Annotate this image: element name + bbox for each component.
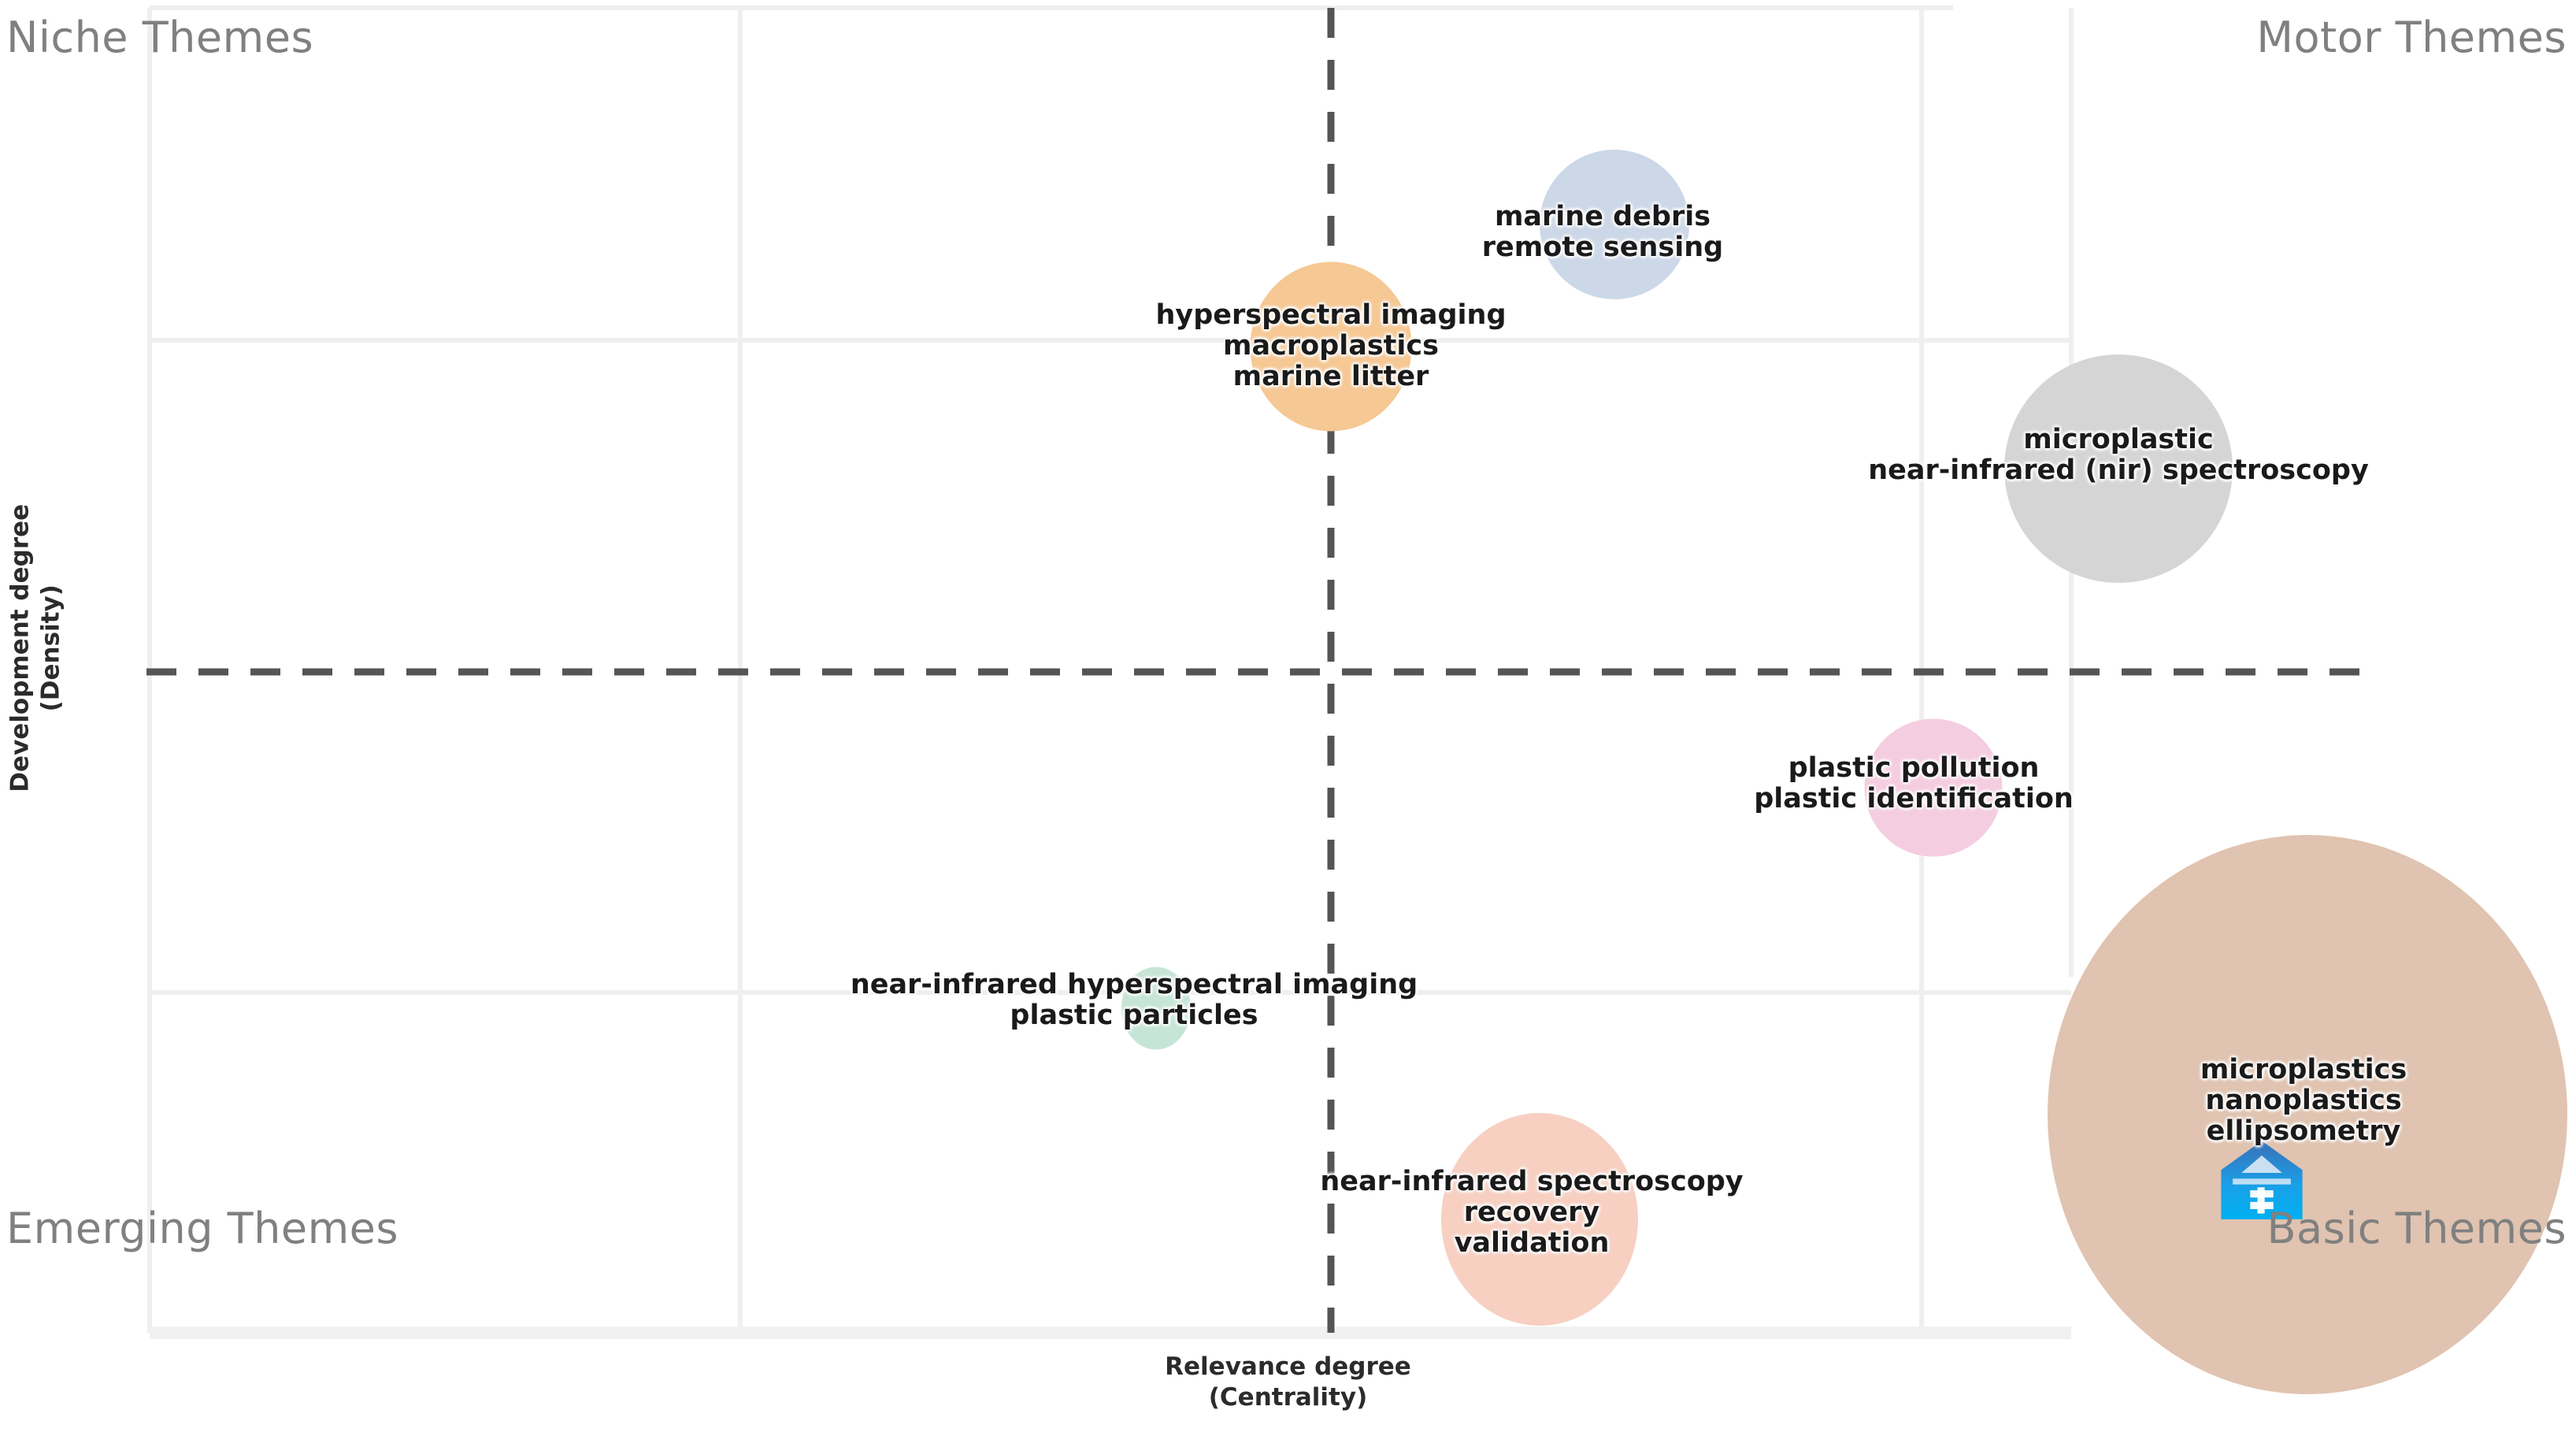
quadrant-label-motor-themes: Motor Themes xyxy=(2256,13,2567,62)
quadrant-label-niche-themes: Niche Themes xyxy=(6,13,314,62)
quadrant-label-basic-themes: Basic Themes xyxy=(2267,1204,2567,1253)
keyword: marine debris xyxy=(1494,200,1711,232)
keyword: ellipsometry xyxy=(2206,1115,2401,1148)
cluster-label-microplastic: microplastic near-infrared (nir) spectro… xyxy=(1868,423,2369,486)
keyword: plastic particles xyxy=(1010,1000,1258,1031)
cluster-label-marine-debris: marine debris remote sensing xyxy=(1481,200,1724,263)
quadrant-label-emerging-themes: Emerging Themes xyxy=(6,1204,399,1253)
bubble-plastic-pollution[interactable] xyxy=(1864,718,2003,857)
keyword: marine litter xyxy=(1232,361,1429,393)
cluster-label-microplastics-nanoplastics: microplastics nanoplastics ellipsometry xyxy=(2200,1055,2407,1148)
keyword: plastic pollution xyxy=(1788,751,2040,784)
bubble-microplastics-nanoplastics[interactable] xyxy=(2048,835,2567,1394)
bubble-microplastic[interactable] xyxy=(2004,354,2233,583)
keyword: macroplastics xyxy=(1223,330,1439,362)
keyword: hyperspectral imaging xyxy=(1155,299,1507,332)
bubble-marine-debris[interactable] xyxy=(1540,150,1689,299)
cluster-label-plastic-pollution: plastic pollution plastic identification xyxy=(1754,751,2074,814)
shield-logo-svg xyxy=(2221,1141,2303,1219)
cluster-label-near-infrared-spectroscopy: near-infrared spectroscopy recovery vali… xyxy=(1320,1167,1743,1260)
bubble-hyperspectral-imaging[interactable] xyxy=(1250,262,1412,432)
keyword: near-infrared (nir) spectroscopy xyxy=(1868,455,2369,486)
keyword: nanoplastics xyxy=(2205,1085,2402,1117)
keyword: remote sensing xyxy=(1481,232,1724,263)
y-axis-title-line1: Development degree xyxy=(6,503,35,792)
y-axis-title: Development degree (Density) xyxy=(5,396,66,900)
x-axis-title-line1: Relevance degree xyxy=(1165,1352,1411,1381)
bubble-near-infrared-hyperspectral-imaging[interactable] xyxy=(1121,967,1191,1050)
x-axis-title-line2: (Centrality) xyxy=(1208,1382,1368,1412)
cluster-label-near-infrared-hyperspectral-imaging: near-infrared hyperspectral imaging plas… xyxy=(850,968,1418,1031)
x-axis-title: Relevance degree (Centrality) xyxy=(0,1352,2576,1413)
keyword: microplastics xyxy=(2200,1054,2407,1086)
keyword: near-infrared spectroscopy xyxy=(1320,1166,1744,1198)
keyword: validation xyxy=(1454,1227,1610,1260)
y-axis-title-line2: (Density) xyxy=(36,584,65,712)
keyword: microplastic xyxy=(2023,423,2214,455)
keyword: recovery xyxy=(1463,1197,1600,1229)
cluster-label-hyperspectral-imaging: hyperspectral imaging macroplastics mari… xyxy=(1155,300,1506,393)
bubble-near-infrared-spectroscopy[interactable] xyxy=(1441,1113,1638,1326)
keyword: plastic identification xyxy=(1754,783,2074,814)
blue-shield-logo-icon xyxy=(2215,1135,2308,1228)
keyword: near-infrared hyperspectral imaging xyxy=(850,968,1418,1000)
